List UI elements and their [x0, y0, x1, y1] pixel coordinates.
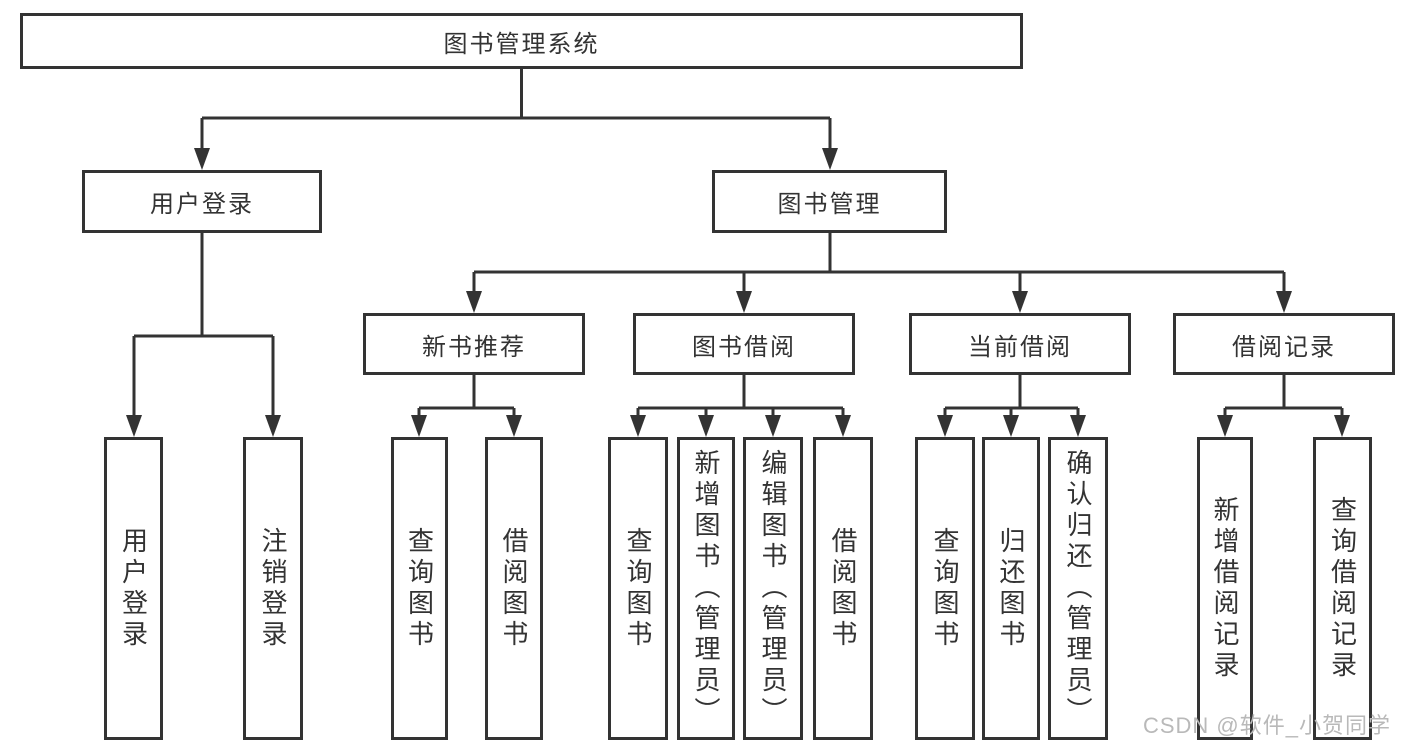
arrowhead-icon — [265, 415, 281, 437]
arrowhead-icon — [194, 148, 210, 170]
arrowhead-icon — [835, 415, 851, 437]
node-label: 查询借阅记录 — [1327, 495, 1358, 682]
watermark-text: CSDN @软件_小贺同学 — [1142, 713, 1391, 738]
leaf-logout-login: 注销登录 — [243, 437, 303, 740]
node-label: 图书借阅 — [692, 333, 796, 361]
leaf-add-books-admin: 新增图书（管理员） — [677, 437, 735, 740]
arrowhead-icon — [1012, 291, 1028, 313]
arrowhead-icon — [698, 415, 714, 437]
node-label: 借阅记录 — [1232, 333, 1336, 361]
node-label: 查询图书 — [404, 526, 435, 651]
arrowhead-icon — [765, 415, 781, 437]
arrowhead-icon — [466, 291, 482, 313]
node-new-book-recommend: 新书推荐 — [363, 313, 585, 375]
arrowhead-icon — [411, 415, 427, 437]
leaf-edit-books-admin: 编辑图书（管理员） — [743, 437, 803, 740]
leaf-query-books-borrowing: 查询图书 — [608, 437, 668, 740]
node-label: 新书推荐 — [422, 333, 526, 361]
node-label: 新增图书（管理员） — [691, 449, 721, 728]
leaf-return-books: 归还图书 — [982, 437, 1040, 740]
leaf-add-borrow-record: 新增借阅记录 — [1197, 437, 1253, 740]
node-label: 借阅图书 — [828, 526, 858, 651]
arrowhead-icon — [126, 415, 142, 437]
arrowhead-icon — [937, 415, 953, 437]
node-current-borrowing: 当前借阅 — [909, 313, 1131, 375]
leaf-borrow-books-borrowing: 借阅图书 — [813, 437, 873, 740]
node-user-login: 用户登录 — [82, 170, 322, 233]
node-book-management: 图书管理 — [712, 170, 947, 233]
arrowhead-icon — [1334, 415, 1350, 437]
leaf-query-books-current: 查询图书 — [915, 437, 975, 740]
node-label: 用户登录 — [118, 526, 149, 651]
node-label: 查询图书 — [930, 526, 960, 651]
arrowhead-icon — [506, 415, 522, 437]
node-label: 注销登录 — [258, 526, 288, 651]
arrowhead-icon — [1217, 415, 1233, 437]
leaf-query-books-recommend: 查询图书 — [391, 437, 448, 740]
node-book-borrowing: 图书借阅 — [633, 313, 855, 375]
node-label: 借阅图书 — [499, 526, 529, 651]
node-label: 新增借阅记录 — [1210, 495, 1240, 682]
arrowhead-icon — [1070, 415, 1086, 437]
arrowhead-icon — [822, 148, 838, 170]
node-label: 归还图书 — [996, 526, 1026, 651]
arrowhead-icon — [736, 291, 752, 313]
leaf-user-login: 用户登录 — [104, 437, 163, 740]
leaf-query-borrow-record: 查询借阅记录 — [1313, 437, 1372, 740]
arrowhead-icon — [1003, 415, 1019, 437]
node-label: 图书管理 — [777, 191, 882, 218]
node-label: 编辑图书（管理员） — [758, 449, 788, 728]
leaf-borrow-books-recommend: 借阅图书 — [485, 437, 543, 740]
node-label: 用户登录 — [150, 191, 254, 218]
arrowhead-icon — [630, 415, 646, 437]
leaf-confirm-return-admin: 确认归还（管理员） — [1048, 437, 1108, 740]
arrowhead-icon — [1276, 291, 1292, 313]
node-label: 图书管理系统 — [443, 30, 600, 58]
node-label: 查询图书 — [623, 526, 653, 651]
node-label: 当前借阅 — [968, 333, 1072, 361]
node-label: 确认归还（管理员） — [1063, 449, 1093, 728]
node-library-management-system: 图书管理系统 — [20, 13, 1023, 69]
node-borrow-records: 借阅记录 — [1173, 313, 1395, 375]
